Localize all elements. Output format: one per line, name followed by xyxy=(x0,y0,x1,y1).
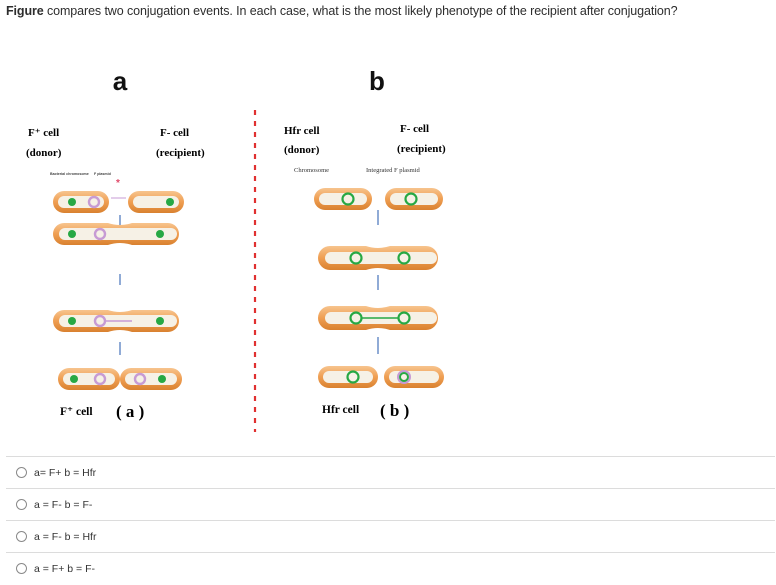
panel-b-letter: b xyxy=(369,66,385,96)
chromosome xyxy=(156,317,164,325)
radio-button[interactable] xyxy=(16,499,27,510)
chromosome xyxy=(349,251,363,265)
panel-a-donor-label: F⁺ cell xyxy=(28,127,59,139)
panel-a-step1 xyxy=(53,191,184,226)
panel-a-recipient-role: (recipient) xyxy=(156,147,205,159)
panel-b-step1 xyxy=(314,188,443,225)
chromosome xyxy=(68,230,76,238)
panel-b-donor-label: Hfr cell xyxy=(284,125,320,137)
panel-b-step4 xyxy=(318,366,444,388)
chromosome xyxy=(158,375,166,383)
answer-options: a= F+ b = Hfr a = F- b = F- a = F- b = H… xyxy=(0,456,776,584)
option-label: a = F- b = Hfr xyxy=(34,530,97,543)
option-label: a = F+ b = F- xyxy=(34,562,95,575)
panel-b-step3 xyxy=(318,306,438,354)
panel-b-donor-role: (donor) xyxy=(284,144,320,156)
panel-a-chromosome-tag: Bacterial chromosome xyxy=(50,172,89,176)
chromosome xyxy=(346,370,360,384)
panel-a-recipient-label: F- cell xyxy=(160,127,189,139)
option-3[interactable]: a = F- b = Hfr xyxy=(6,520,775,552)
chromosome xyxy=(349,311,363,325)
plasmid xyxy=(93,372,107,386)
chromosome xyxy=(397,311,411,325)
chromosome xyxy=(68,317,76,325)
option-2[interactable]: a = F- b = F- xyxy=(6,488,775,520)
panel-a-step2 xyxy=(53,223,179,285)
panel-a-result-prefix: F⁺ cell xyxy=(60,406,93,418)
panel-b-result-blank: ( b ) xyxy=(380,401,409,420)
question-body: compares two conjugation events. In each… xyxy=(43,4,678,18)
chromosome xyxy=(70,375,78,383)
chromosome xyxy=(68,198,76,206)
option-1[interactable]: a= F+ b = Hfr xyxy=(6,456,775,488)
panel-b-chromosome-tag: Chromosome xyxy=(294,167,329,174)
chromosome xyxy=(341,192,355,206)
question-bold: Figure xyxy=(6,4,44,18)
radio-button[interactable] xyxy=(16,531,27,542)
chromosome xyxy=(404,192,418,206)
chromosome xyxy=(156,230,164,238)
panel-b-recipient-role: (recipient) xyxy=(397,143,446,155)
transfer-star-icon: * xyxy=(116,178,120,189)
panel-a-step4 xyxy=(58,368,182,390)
plasmid xyxy=(397,370,411,384)
radio-button[interactable] xyxy=(16,467,27,478)
panel-a-letter: a xyxy=(113,66,128,96)
plasmid xyxy=(87,195,101,209)
panel-b-recipient-label: F- cell xyxy=(400,123,429,135)
plasmid xyxy=(133,372,147,386)
panel-a-plasmid-tag: F plasmid xyxy=(94,172,111,176)
chromosome xyxy=(397,251,411,265)
panel-a-donor-role: (donor) xyxy=(26,147,62,159)
question-text: Figure compares two conjugation events. … xyxy=(6,4,678,18)
panel-a-step3 xyxy=(53,310,179,355)
panel-a-result-blank: ( a ) xyxy=(116,402,144,421)
option-label: a= F+ b = Hfr xyxy=(34,466,97,479)
option-4[interactable]: a = F+ b = F- xyxy=(6,552,775,584)
panel-b-result-prefix: Hfr cell xyxy=(322,404,359,416)
conjugation-figure: a b F⁺ cell (donor) F- cell (recipient) … xyxy=(26,66,446,432)
radio-button[interactable] xyxy=(16,563,27,574)
panel-b-step2 xyxy=(318,246,438,290)
chromosome xyxy=(166,198,174,206)
panel-b-plasmid-tag: Integrated F plasmid xyxy=(366,167,421,174)
plasmid xyxy=(93,227,107,241)
chromosome xyxy=(399,372,409,382)
option-label: a = F- b = F- xyxy=(34,498,93,511)
